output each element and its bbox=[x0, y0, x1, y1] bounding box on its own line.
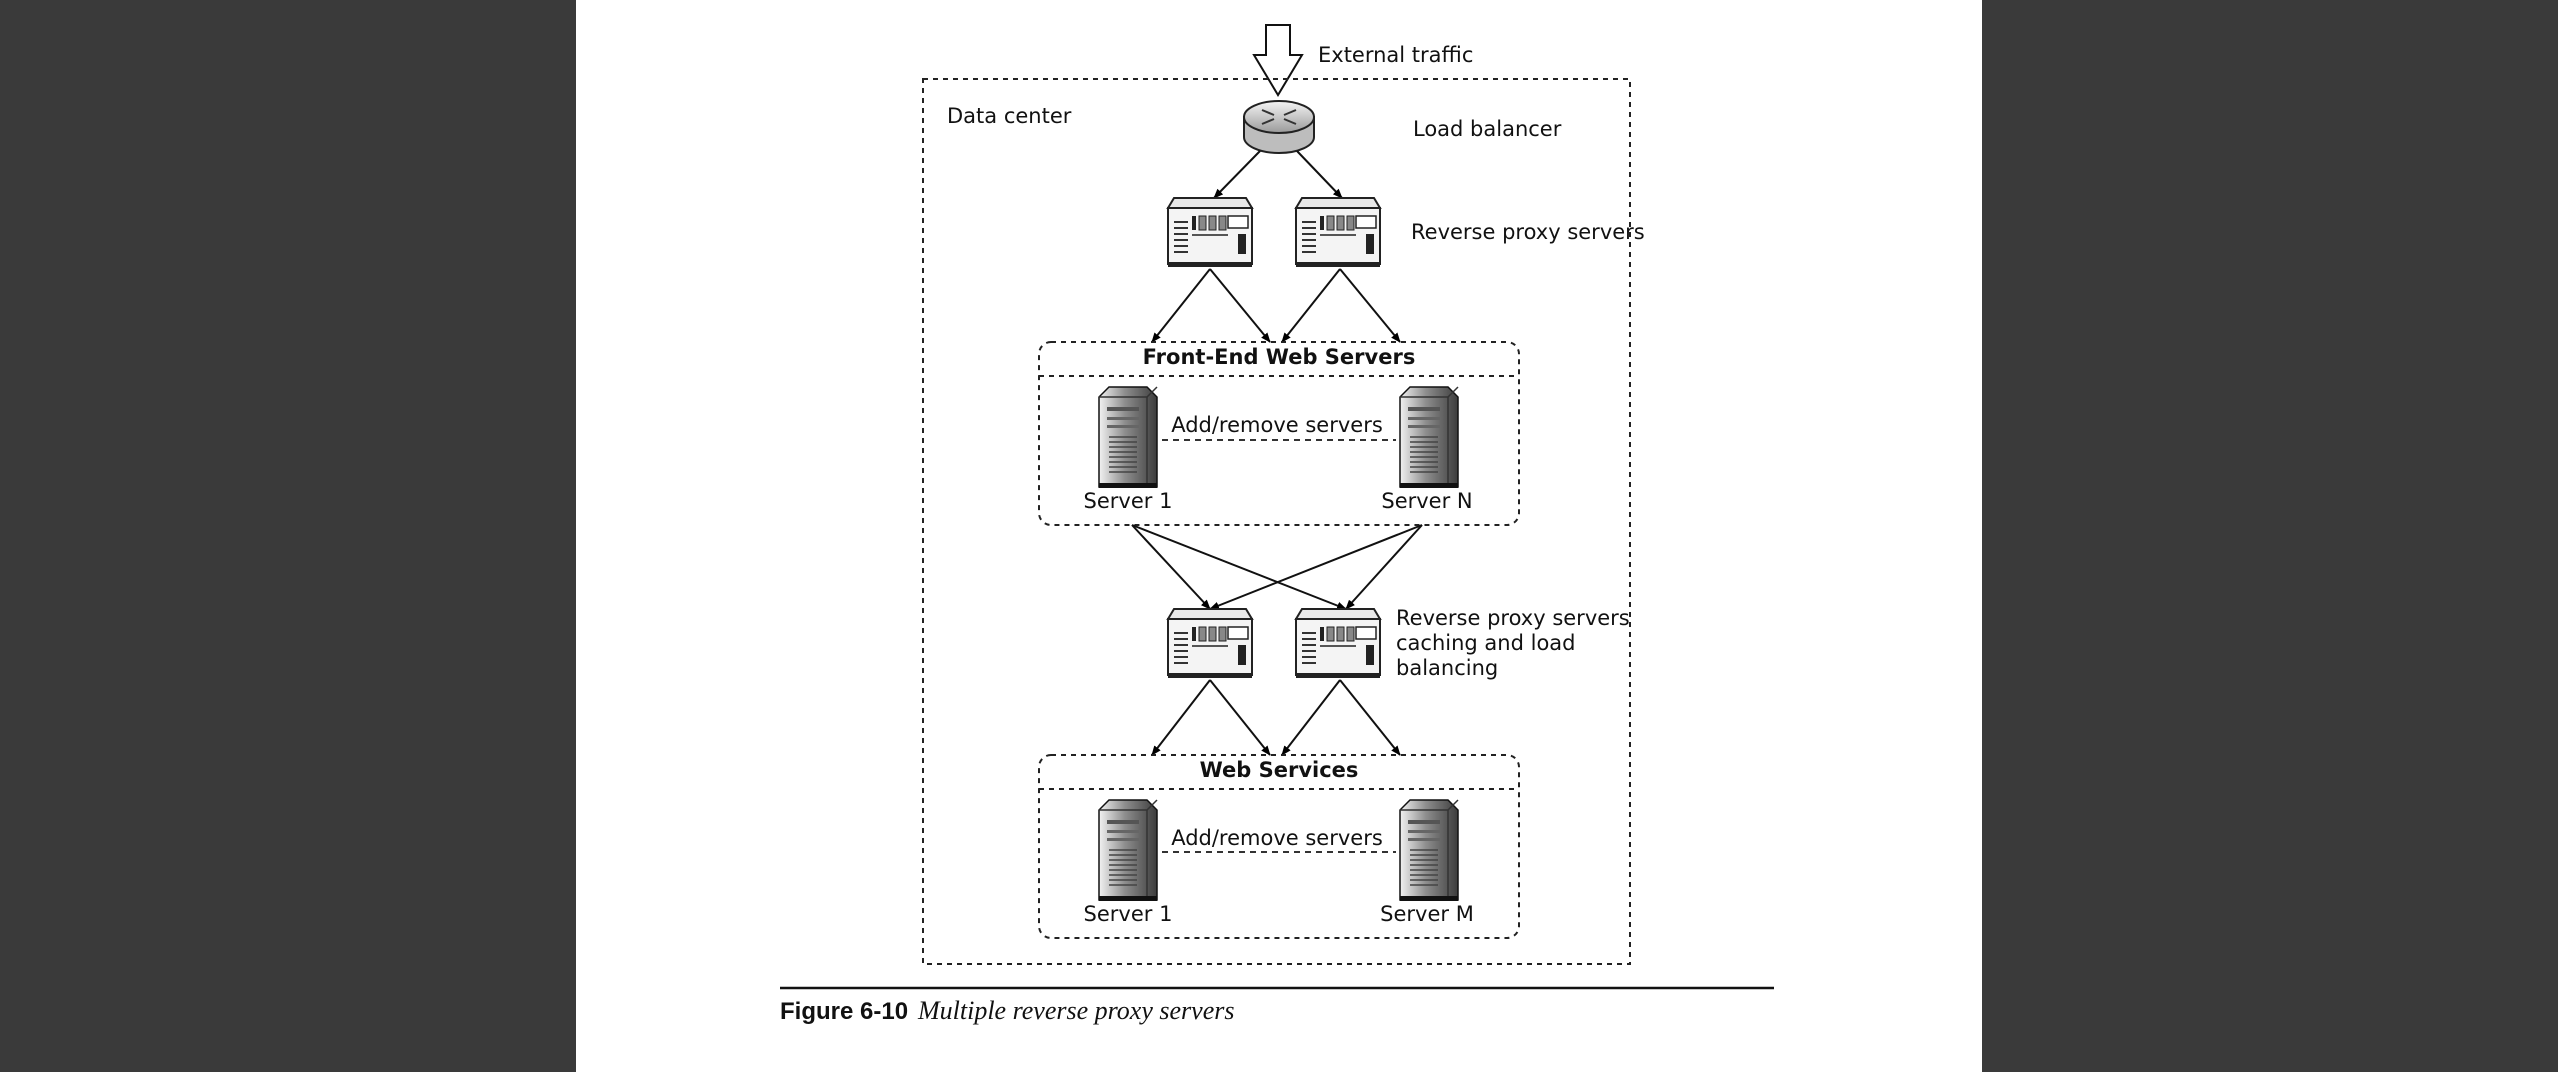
tower-server-icon bbox=[1098, 799, 1158, 902]
data-center-boundary bbox=[922, 78, 1631, 965]
document-page bbox=[576, 0, 1982, 1072]
proxy-server-icon bbox=[1295, 197, 1381, 268]
web-services-add-remove-label: Add/remove servers bbox=[1171, 826, 1383, 850]
proxy-to-webservices-arrows bbox=[1151, 679, 1401, 756]
reverse-proxy-servers-label: Reverse proxy servers bbox=[1411, 220, 1645, 244]
web-services-group: Web Services Add/remove servers Server 1… bbox=[1038, 754, 1520, 939]
tower-server-icon bbox=[1098, 386, 1158, 489]
load-balancer-label: Load balancer bbox=[1413, 117, 1562, 141]
tower-server-icon bbox=[1399, 386, 1459, 489]
reverse-proxy-caching-line-1: Reverse proxy servers bbox=[1396, 606, 1630, 630]
web-services-server-first-label: Server 1 bbox=[1084, 902, 1173, 926]
front-end-group: Front-End Web Servers Add/remove servers… bbox=[1038, 341, 1520, 526]
web-services-server-last-label: Server M bbox=[1380, 902, 1474, 926]
lb-to-proxy-arrows bbox=[1213, 150, 1343, 199]
down-arrow-icon bbox=[1252, 24, 1304, 97]
figure-number: Figure 6-10 bbox=[780, 998, 908, 1025]
front-end-server-first-label: Server 1 bbox=[1084, 489, 1173, 513]
external-traffic-label: External traffic bbox=[1318, 43, 1473, 67]
proxy-server-icon bbox=[1167, 608, 1253, 679]
reverse-proxy-caching-label: Reverse proxy servers caching and load b… bbox=[1396, 606, 1636, 680]
front-end-add-remove-label: Add/remove servers bbox=[1171, 413, 1383, 437]
front-end-title: Front-End Web Servers bbox=[1143, 345, 1416, 369]
proxy-server-icon bbox=[1167, 197, 1253, 268]
front-end-server-last-label: Server N bbox=[1381, 489, 1472, 513]
reverse-proxy-caching-line-3: balancing bbox=[1396, 656, 1498, 680]
web-services-title: Web Services bbox=[1200, 758, 1359, 782]
reverse-proxy-caching-line-2: caching and load bbox=[1396, 631, 1575, 655]
proxy-to-frontend-arrows bbox=[1151, 268, 1401, 343]
frontend-to-proxy-arrows bbox=[1131, 524, 1423, 610]
tower-server-icon bbox=[1399, 799, 1459, 902]
figure-caption: Multiple reverse proxy servers bbox=[917, 996, 1234, 1025]
router-icon bbox=[1243, 100, 1315, 154]
proxy-server-icon bbox=[1295, 608, 1381, 679]
data-center-label: Data center bbox=[947, 104, 1072, 128]
